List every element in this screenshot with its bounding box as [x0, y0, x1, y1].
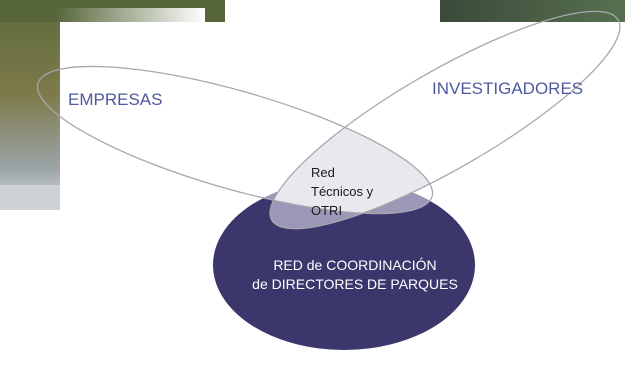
intersection-label-line1: Red	[311, 165, 335, 180]
set-label-investigadores: INVESTIGADORES	[432, 79, 583, 98]
intersection-label-line3: OTRI	[311, 203, 342, 218]
investigadores-ellipse	[269, 10, 621, 230]
intersection-label-line2: Técnicos y	[311, 184, 374, 199]
core-label-line1: RED de COORDINACIÓN	[273, 257, 436, 273]
background-photo-right	[440, 0, 625, 22]
background-photo-left	[0, 0, 225, 213]
core-label-line2: de DIRECTORES DE PARQUES	[252, 276, 458, 292]
set-label-empresas: EMPRESAS	[68, 90, 162, 109]
empresas-ellipse	[36, 65, 434, 215]
